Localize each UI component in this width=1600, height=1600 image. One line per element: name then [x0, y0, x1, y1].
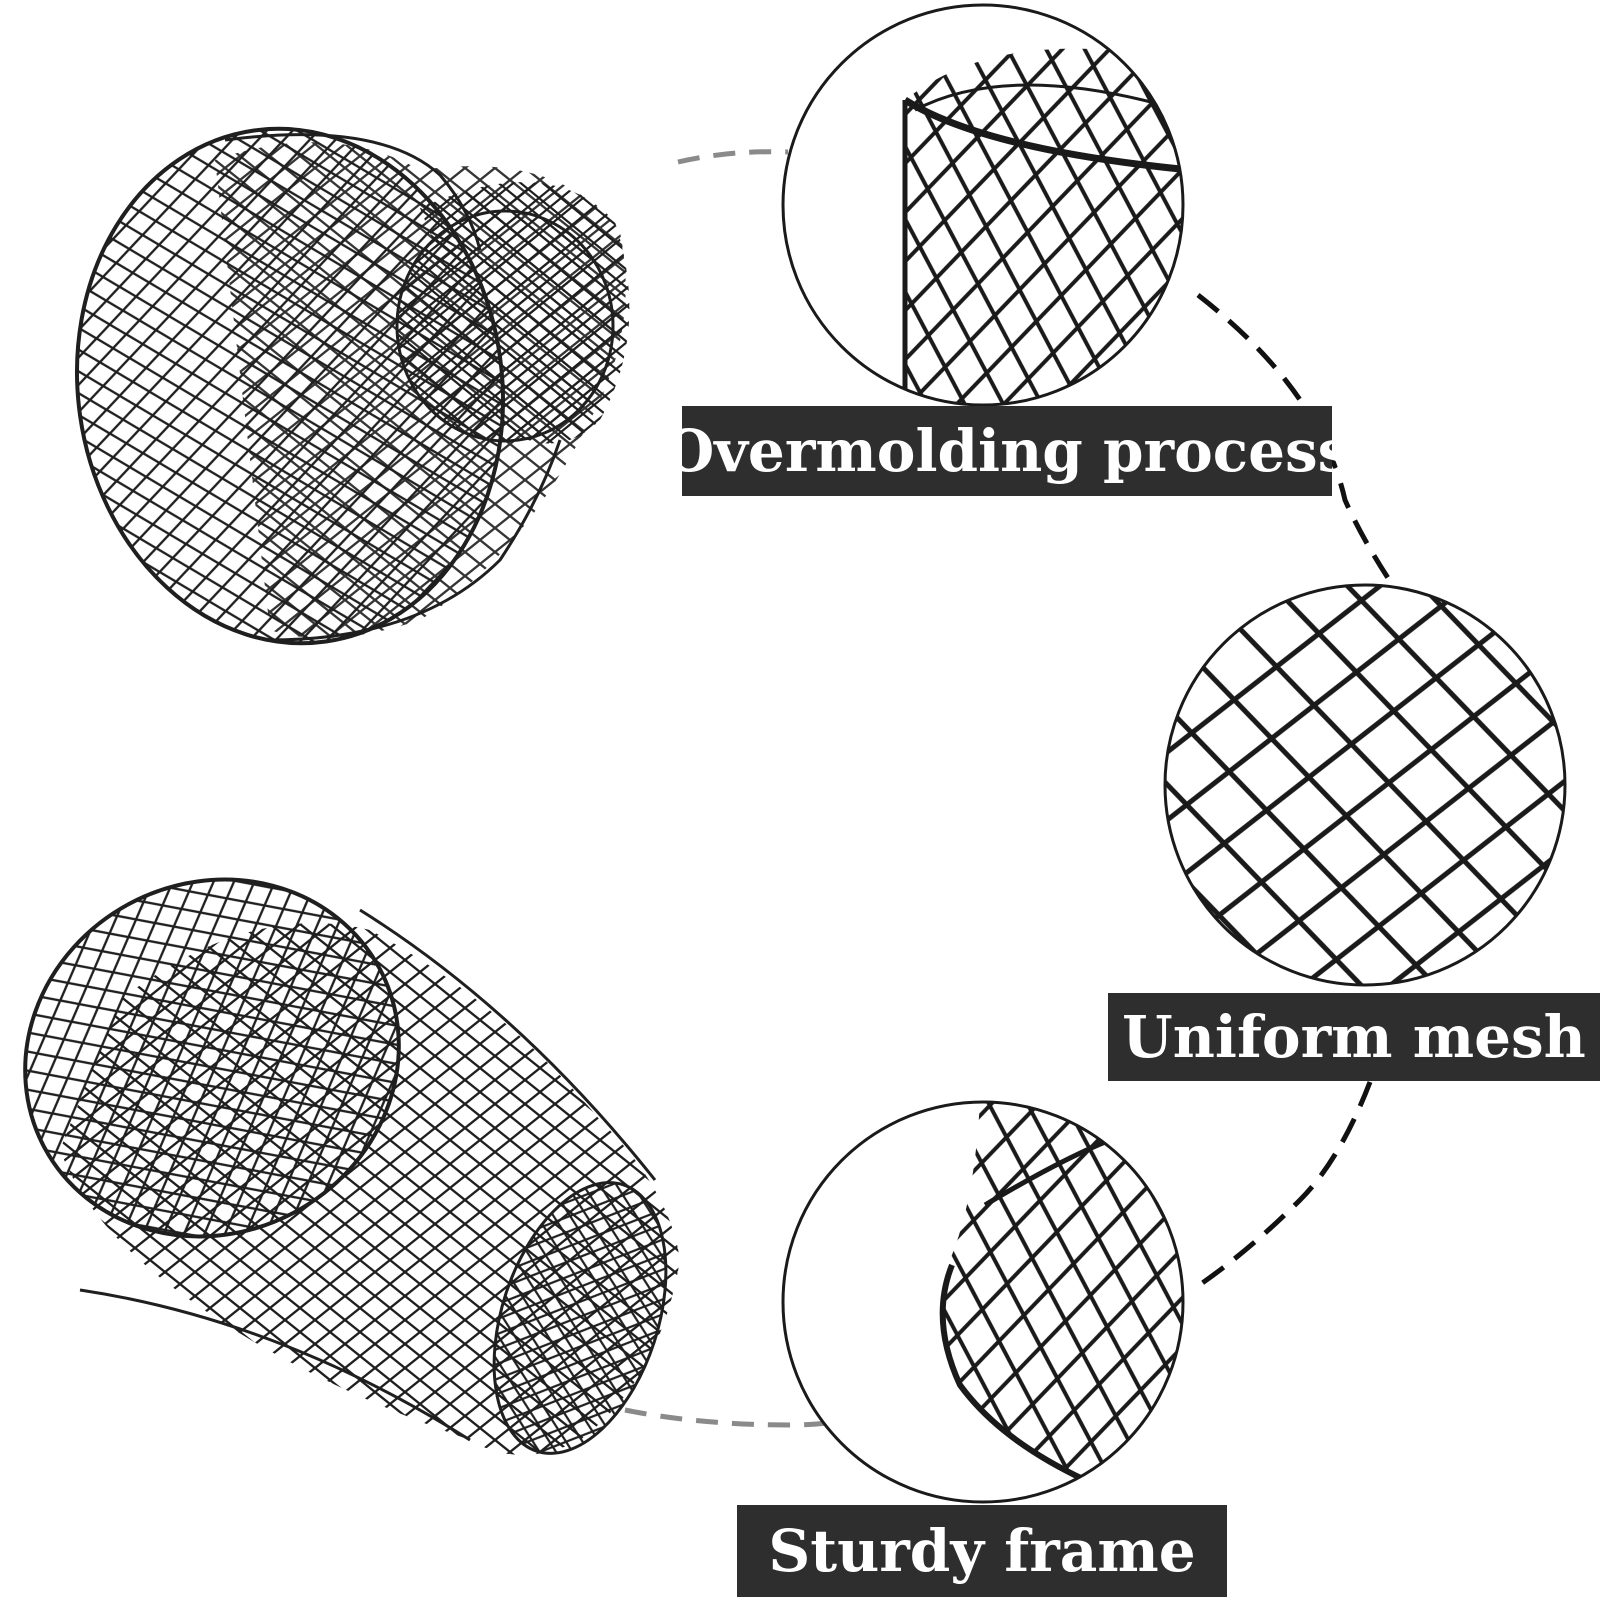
- detail-circle-rim: [781, 3, 1185, 407]
- detail-circle-mesh: [1163, 583, 1567, 987]
- connector-arc-bottom-light: [624, 1407, 836, 1428]
- label-sturdy-frame: Sturdy frame: [737, 1505, 1227, 1597]
- connector-arc-top-light: [677, 149, 789, 165]
- detail-circle-frame: [781, 1100, 1185, 1504]
- connector-arc-lower-right: [1196, 1081, 1373, 1289]
- label-overmolding-process: Overmolding process: [664, 406, 1350, 496]
- connector-arc-right: [1196, 293, 1403, 598]
- label-uniform-mesh: Uniform mesh: [1108, 993, 1600, 1081]
- wire-mesh-basket-top: [75, 126, 630, 646]
- wire-mesh-basket-bottom: [23, 877, 680, 1455]
